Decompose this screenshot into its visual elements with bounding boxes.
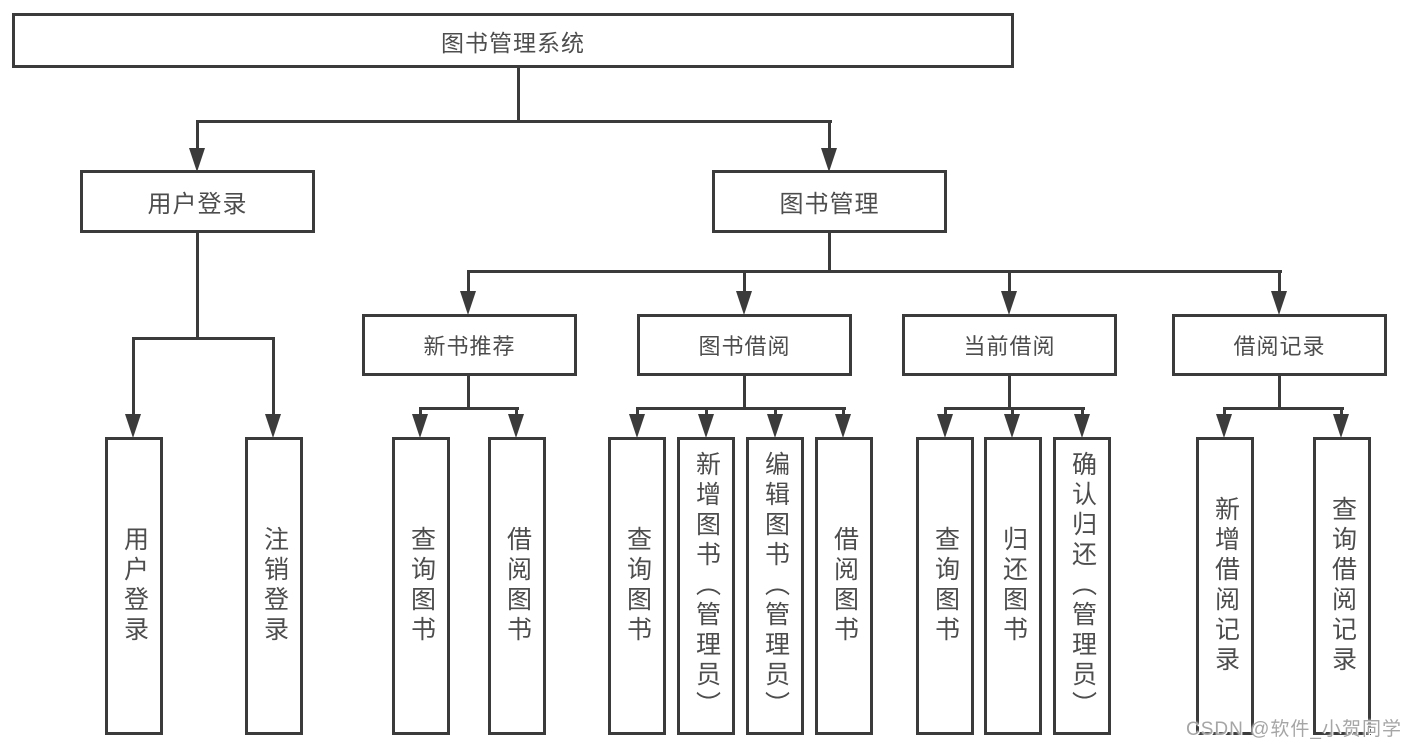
connector-group-drop — [1278, 376, 1281, 410]
node-label: 新增图书（管理员） — [692, 451, 721, 721]
node-label: 图书管理系统 — [441, 29, 585, 56]
node-confirm-return-admin: 确认归还（管理员） — [1053, 437, 1111, 735]
connector-group-drop — [1008, 376, 1011, 410]
node-user-login-leaf: 用户登录 — [105, 437, 163, 735]
node-label: 用户登录 — [147, 191, 248, 218]
node-label: 借阅图书 — [830, 526, 859, 646]
node-label: 查询图书 — [931, 526, 960, 646]
arrow-down-icon — [937, 414, 953, 438]
connector-stem — [842, 407, 845, 417]
connector-group-drop — [467, 376, 470, 410]
connector-stem — [944, 407, 947, 417]
node-label: 查询借阅记录 — [1328, 496, 1357, 676]
node-new-book-recommendation: 新书推荐 — [362, 314, 577, 376]
node-user-login: 用户登录 — [80, 170, 315, 233]
node-label: 确认归还（管理员） — [1068, 451, 1097, 721]
arrow-down-icon — [1216, 414, 1232, 438]
connector-stem — [132, 337, 135, 417]
node-label: 新书推荐 — [423, 334, 516, 359]
arrow-down-icon — [821, 148, 837, 172]
connector-stem — [1223, 407, 1226, 417]
connector-stem — [1011, 407, 1014, 417]
connector-group-branch — [419, 407, 519, 410]
connector-stem — [1278, 270, 1281, 296]
arrow-down-icon — [265, 414, 281, 438]
connector-stem — [1081, 407, 1084, 417]
node-library-management-system: 图书管理系统 — [12, 13, 1014, 68]
connector-stem — [705, 407, 708, 417]
node-label: 编辑图书（管理员） — [761, 451, 790, 721]
connector-group-branch — [1223, 407, 1344, 410]
arrow-down-icon — [125, 414, 141, 438]
node-label: 归还图书 — [999, 526, 1028, 646]
node-borrow-books-1: 借阅图书 — [488, 437, 546, 735]
node-add-books-admin: 新增图书（管理员） — [677, 437, 735, 735]
connector-stem — [1008, 270, 1011, 296]
node-label: 借阅记录 — [1233, 334, 1326, 359]
connector-stem — [743, 270, 746, 296]
node-borrow-books-2: 借阅图书 — [815, 437, 873, 735]
connector-level1-branch — [196, 120, 832, 123]
node-return-books: 归还图书 — [984, 437, 1042, 735]
node-book-management: 图书管理 — [712, 170, 947, 233]
node-query-books-3: 查询图书 — [916, 437, 974, 735]
connector-stem — [515, 407, 518, 417]
node-label: 注销登录 — [260, 526, 289, 646]
node-label: 图书管理 — [779, 191, 880, 218]
arrow-down-icon — [835, 414, 851, 438]
connector-book-mgmt-drop — [828, 233, 831, 271]
node-label: 新增借阅记录 — [1211, 496, 1240, 676]
node-label: 图书借阅 — [698, 334, 791, 359]
connector-stem — [774, 407, 777, 417]
connector-group-branch — [944, 407, 1085, 410]
connector-user-login-drop — [196, 233, 199, 337]
node-label: 用户登录 — [120, 526, 149, 646]
node-query-borrow-record: 查询借阅记录 — [1313, 437, 1371, 735]
connector-root-drop — [517, 62, 520, 121]
node-label: 当前借阅 — [963, 334, 1056, 359]
connector-stem — [636, 407, 639, 417]
connector-stem — [1340, 407, 1343, 417]
node-label: 查询图书 — [623, 526, 652, 646]
node-borrowing-records: 借阅记录 — [1172, 314, 1387, 376]
arrow-down-icon — [1333, 414, 1349, 438]
connector-stem — [419, 407, 422, 417]
arrow-down-icon — [629, 414, 645, 438]
node-book-borrowing: 图书借阅 — [637, 314, 852, 376]
arrow-down-icon — [1001, 291, 1017, 315]
node-current-borrowing: 当前借阅 — [902, 314, 1117, 376]
connector-stem — [272, 337, 275, 417]
connector-group-drop — [743, 376, 746, 410]
arrow-down-icon — [736, 291, 752, 315]
connector-group-branch — [636, 407, 846, 410]
arrow-down-icon — [189, 148, 205, 172]
node-label: 借阅图书 — [503, 526, 532, 646]
connector-stem — [828, 120, 831, 152]
connector-stem — [467, 270, 470, 296]
node-logout: 注销登录 — [245, 437, 303, 735]
arrow-down-icon — [1271, 291, 1287, 315]
arrow-down-icon — [1074, 414, 1090, 438]
arrow-down-icon — [767, 414, 783, 438]
node-query-books-1: 查询图书 — [392, 437, 450, 735]
arrow-down-icon — [508, 414, 524, 438]
arrow-down-icon — [698, 414, 714, 438]
node-add-borrow-record: 新增借阅记录 — [1196, 437, 1254, 735]
csdn-watermark: CSDN @软件_小贺同学 — [1186, 719, 1402, 740]
arrow-down-icon — [1004, 414, 1020, 438]
connector-book-mgmt-branch — [467, 270, 1282, 273]
arrow-down-icon — [412, 414, 428, 438]
node-edit-books-admin: 编辑图书（管理员） — [746, 437, 804, 735]
connector-user-login-branch — [132, 337, 275, 340]
connector-stem — [196, 120, 199, 152]
node-query-books-2: 查询图书 — [608, 437, 666, 735]
node-label: 查询图书 — [407, 526, 436, 646]
arrow-down-icon — [460, 291, 476, 315]
